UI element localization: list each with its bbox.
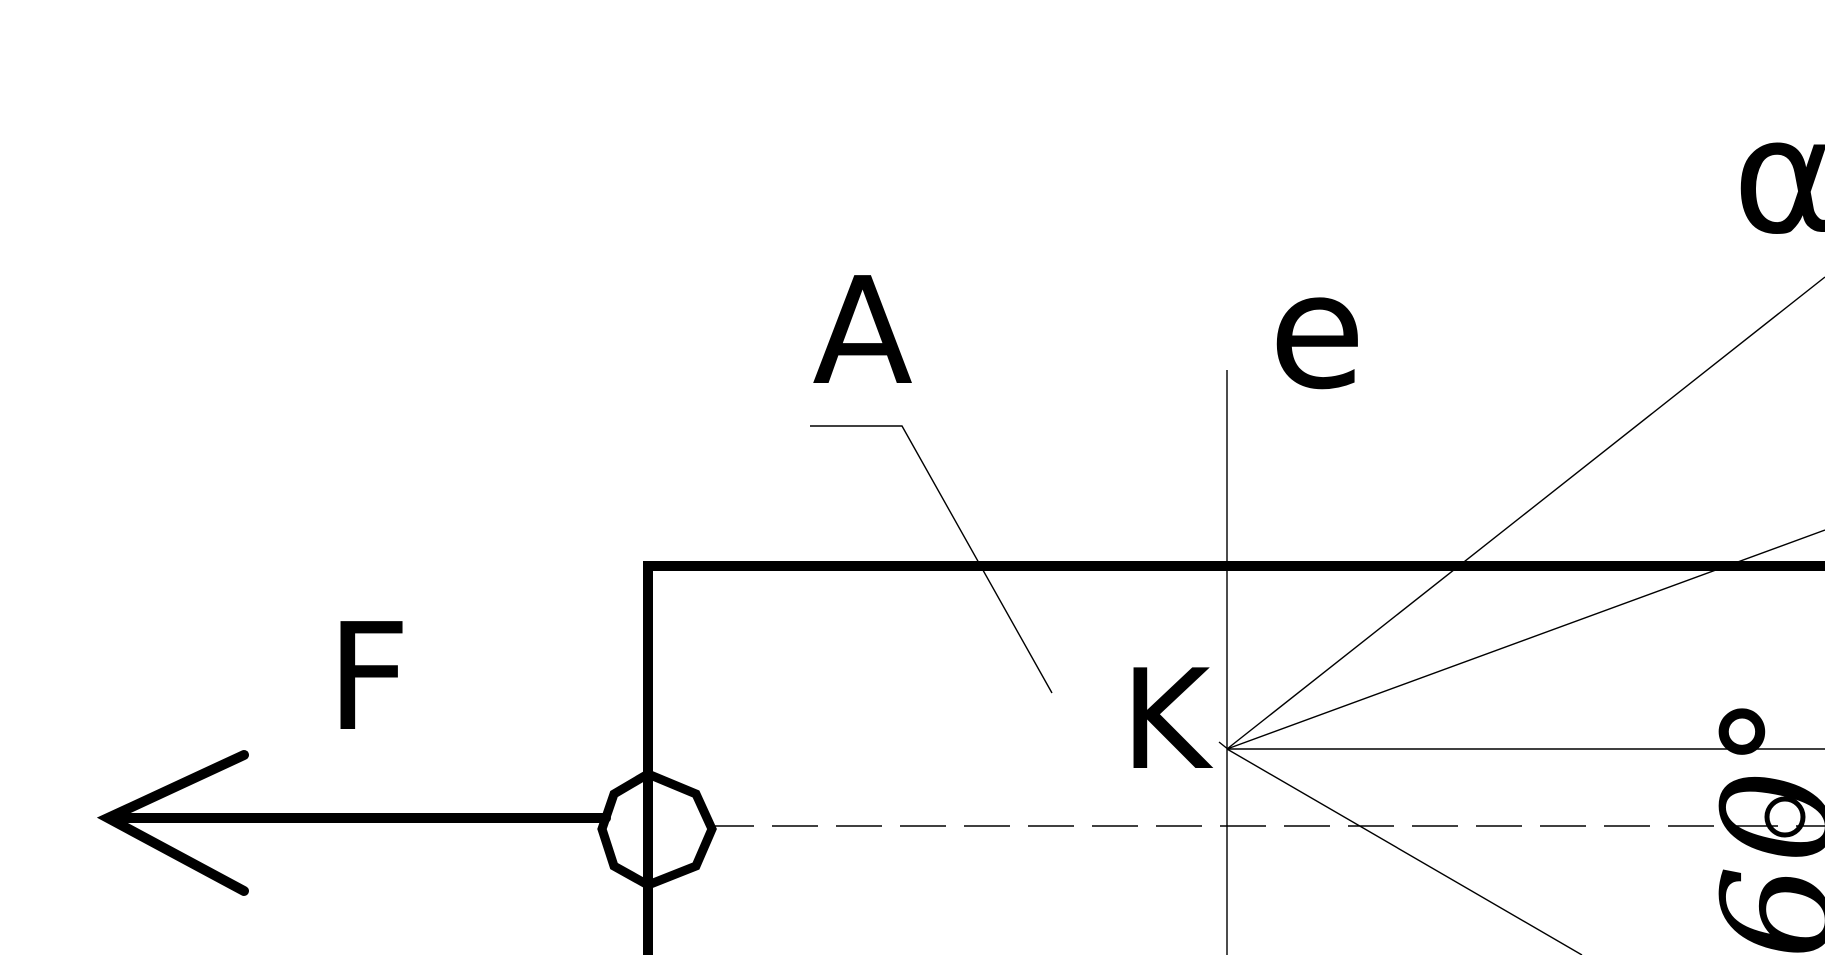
- point-k-tick: [1218, 741, 1230, 751]
- pin-joint: [597, 768, 717, 890]
- degree-ring-mark: [1764, 796, 1806, 838]
- ray-upper-steep: [1226, 276, 1825, 750]
- label-angle-alpha: α: [1732, 83, 1825, 270]
- force-arrow-head: [96, 750, 249, 896]
- body-outline: [643, 561, 1825, 955]
- body-edge: [643, 561, 1825, 955]
- label-eccentricity-e: e: [1268, 238, 1366, 425]
- label-point-a: A: [812, 246, 913, 418]
- label-point-k: K: [1120, 640, 1214, 801]
- construction-lines: [708, 276, 1825, 955]
- label-angle-60: 60°: [1692, 694, 1825, 955]
- ray-lower: [1226, 748, 1583, 955]
- label-force-f: F: [326, 592, 411, 764]
- force-arrow: [96, 750, 611, 896]
- leader-line-a: [810, 425, 1053, 694]
